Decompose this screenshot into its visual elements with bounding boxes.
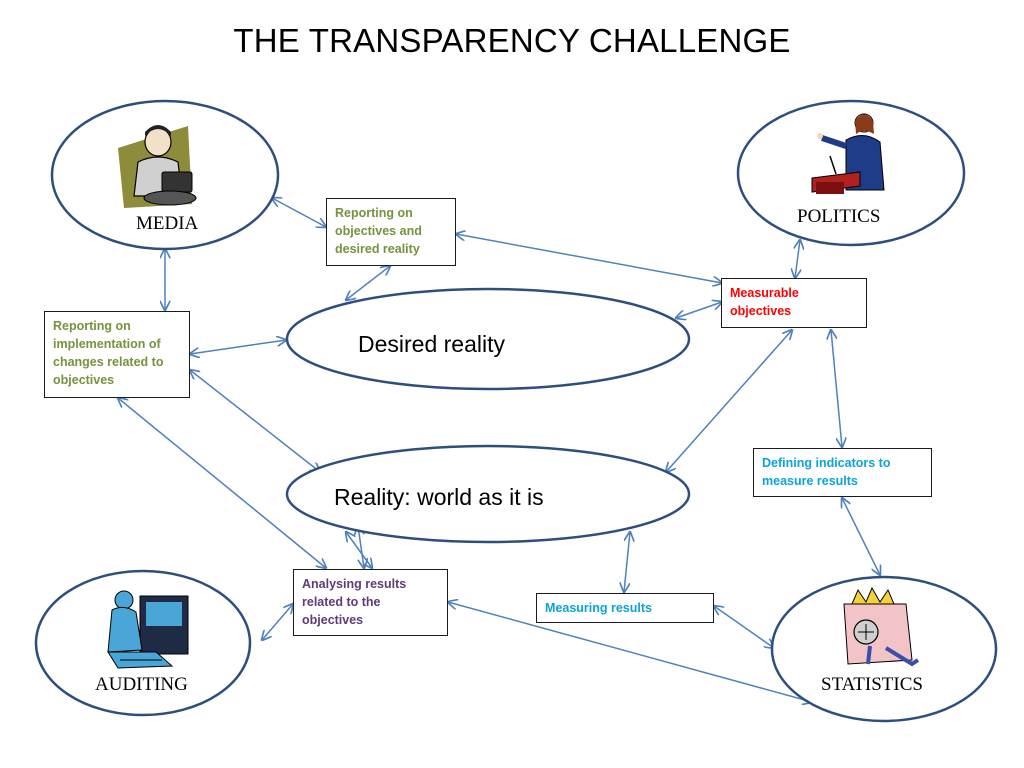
desired-reality-ellipse: [285, 287, 691, 391]
data-machine-icon: [843, 586, 920, 667]
auditing-label: AUDITING: [95, 674, 188, 695]
arrow-politics-measurable: [795, 240, 800, 278]
page-title: THE TRANSPARENCY CHALLENGE: [233, 22, 791, 59]
reporting-implementation-box: Reporting on implementation of changes r…: [44, 311, 190, 398]
arrow-reality-measuring: [624, 532, 630, 592]
defining-indicators-box: Defining indicators to measure results: [753, 448, 932, 497]
arrow-implementation-reality: [190, 370, 320, 472]
arrow-reporting-objectives-desired: [346, 266, 390, 300]
arrow-reality-analysing-b: [358, 526, 364, 568]
arrow-auditing-analysing: [262, 604, 293, 640]
reporting-objectives-box: Reporting on objectives and desired real…: [326, 198, 456, 266]
arrow-analysing-statistics: [448, 602, 812, 702]
desired-reality-label: Desired reality: [358, 331, 505, 357]
arrow-media-reporting-objectives: [272, 198, 326, 227]
journalist-typewriter-icon: [118, 125, 197, 208]
arrow-measurable-desired: [676, 302, 722, 318]
reality-ellipse: [285, 444, 691, 544]
arrow-measurable-reality: [666, 330, 792, 472]
measuring-results-box: Measuring results: [536, 593, 714, 623]
measurable-objectives-box: Measurable objectives: [721, 278, 867, 328]
analysing-results-box: Analysing results related to the objecti…: [293, 569, 448, 636]
politics-label: POLITICS: [797, 206, 881, 227]
media-label: MEDIA: [136, 213, 199, 234]
arrow-implementation-analysing: [118, 398, 326, 568]
arrow-measurable-indicators: [831, 330, 842, 447]
statistics-label: STATISTICS: [821, 674, 923, 695]
arrow-reporting-objectives-measurable: [456, 234, 722, 283]
arrow-indicators-statistics: [842, 498, 880, 575]
arrow-measuring-statistics: [714, 606, 774, 648]
arrow-implementation-desired: [190, 340, 286, 354]
auditor-computer-icon: [107, 590, 189, 669]
speaker-podium-icon: [811, 113, 885, 194]
reality-label: Reality: world as it is: [334, 484, 544, 510]
